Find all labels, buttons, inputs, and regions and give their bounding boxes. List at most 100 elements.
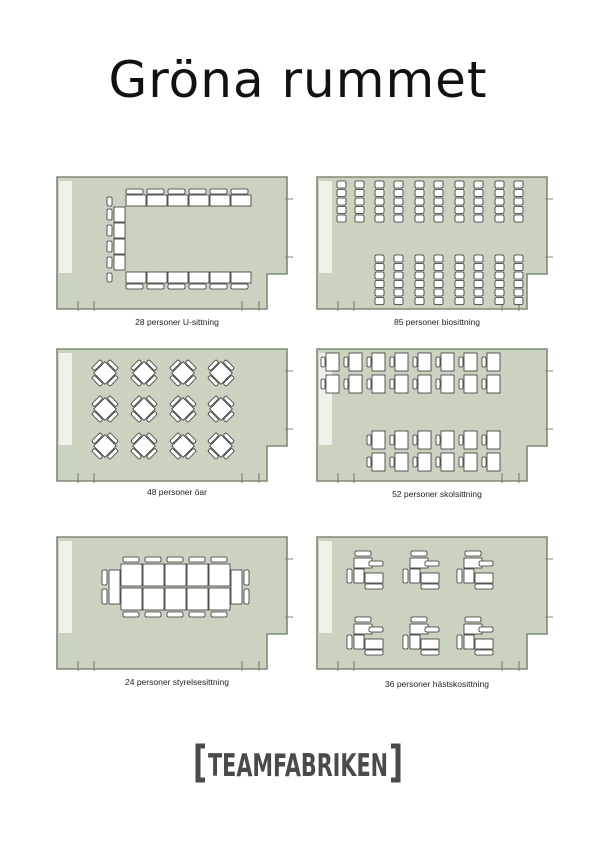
chair [433,197,444,206]
chair [122,611,140,618]
chair [435,434,441,446]
island [169,359,197,387]
window-wall [59,181,72,273]
table [364,572,384,584]
chair [374,214,385,223]
chair [494,206,505,214]
chair [393,180,404,189]
chair [473,214,484,223]
chair [473,254,484,263]
chair [454,214,465,223]
floorplan-u-sittning-drawing [56,176,293,311]
chair [185,375,197,387]
horseshoe-groups [346,550,494,656]
page-title: Gröna rummet [108,51,488,109]
chair [374,297,385,305]
chair [374,197,385,206]
chair [354,206,365,214]
chair [393,288,404,297]
table [364,638,384,650]
chair [336,214,347,223]
room-floor [316,176,548,310]
chair [412,434,418,446]
chair [146,395,158,407]
chair [454,280,465,288]
island-table [93,434,117,458]
chair [101,569,108,586]
chair [125,283,144,290]
chair [368,626,384,633]
table [113,222,126,239]
chair [454,288,465,297]
island [169,395,197,423]
chair [354,214,365,223]
chair [130,359,142,371]
horseshoe-group [456,616,494,656]
table [108,569,121,605]
table [409,568,421,584]
islands [91,359,235,460]
chair [169,375,181,387]
chair [414,297,425,305]
chair [458,434,464,446]
chair [456,634,463,650]
chair [144,611,162,618]
table [474,572,494,584]
chair [464,616,482,623]
chair [473,206,484,214]
island [91,395,119,423]
floorplan-biosittning: 85 personer biosittning [316,176,557,327]
table [394,452,409,472]
chair [414,280,425,288]
chair [146,283,165,290]
chair [374,271,385,280]
chair [188,283,207,290]
chair [513,263,524,271]
table [209,194,231,207]
table [142,563,165,587]
island [130,359,158,387]
chair [146,432,158,444]
chair [513,197,524,206]
chair [414,254,425,263]
chair [125,188,144,195]
table [113,254,126,271]
chair [393,263,404,271]
chair [106,224,113,237]
island-table [209,361,233,385]
chair [513,280,524,288]
horseshoe-group [402,616,440,656]
chair [433,214,444,223]
chair [454,297,465,305]
island-table [93,397,117,421]
table [486,452,501,472]
chair [207,411,219,423]
chair [494,189,505,197]
table [186,587,209,611]
chair [481,378,487,390]
window-wall [59,541,72,633]
table [230,194,252,207]
chair [366,456,372,468]
table [325,374,340,394]
bio-seating [336,180,524,305]
island-table [171,434,195,458]
horseshoe-group [346,550,384,590]
chair [454,189,465,197]
chair [354,189,365,197]
chair [454,206,465,214]
chair [320,356,326,368]
chair [478,626,494,633]
table [208,563,231,587]
window-wall [319,541,332,633]
chair [243,588,250,605]
table [440,374,455,394]
chair [230,188,249,195]
teamfabriken-logo-mark: TEAMFABRIKEN [195,743,401,784]
chair [494,254,505,263]
chair [393,254,404,263]
chair [230,283,249,290]
table [113,238,126,255]
chair [414,206,425,214]
chair [433,288,444,297]
